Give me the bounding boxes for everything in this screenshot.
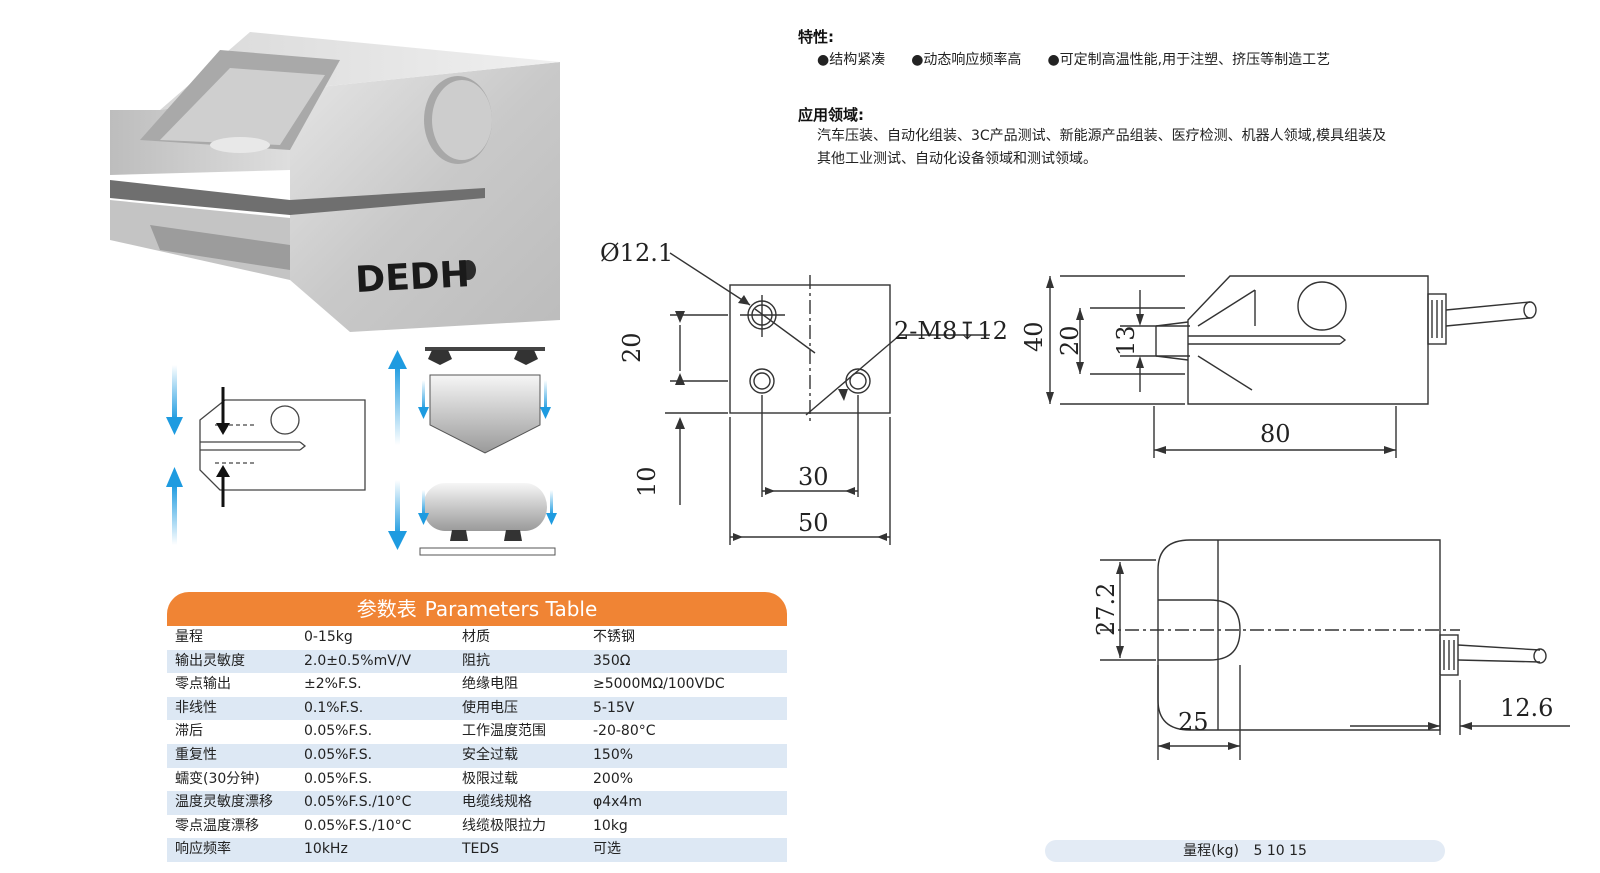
dim-12-6: 12.6: [1500, 694, 1553, 722]
param-name-cell: 绝缘电阻: [462, 676, 518, 693]
param-value-cell: 0.05%F.S./10°C: [304, 817, 412, 834]
param-value-cell: 10kg: [593, 817, 628, 834]
feature-item: ●动态响应频率高: [911, 52, 1022, 68]
dim-27-2: 27.2: [1092, 583, 1120, 636]
param-value-cell: 10kHz: [304, 841, 348, 858]
param-value-cell: ±2%F.S.: [304, 676, 362, 693]
param-value-cell: 200%: [593, 770, 634, 787]
parameters-table: 参数表 Parameters Table 量程 0-15kg 材质 不锈钢输出灵敏度 2.…: [167, 592, 787, 862]
dim-20-side: 20: [1056, 325, 1084, 356]
param-value-cell: 0.05%F.S./10°C: [304, 794, 412, 811]
param-name-cell: 安全过载: [462, 746, 518, 763]
param-name-cell: TEDS: [462, 841, 500, 858]
applications-title: 应用领域:: [798, 106, 864, 124]
param-name-cell: 阻抗: [462, 652, 490, 669]
param-name-cell: 重复性: [175, 746, 217, 763]
param-name-cell: 极限过载: [462, 770, 518, 787]
force-direction-diagram: [166, 347, 557, 556]
side-view-drawing: 40 20 13 80: [1020, 275, 1537, 458]
table-row: 滞后 0.05%F.S. 工作温度范围 -20-80°C: [167, 720, 787, 744]
param-value-cell: 0.05%F.S.: [304, 770, 373, 787]
features-title: 特性:: [798, 28, 834, 46]
table-row: 零点输出 ±2%F.S. 绝缘电阻 ≥5000MΩ/100VDC: [167, 673, 787, 697]
param-name-cell: 使用电压: [462, 699, 518, 716]
param-value-cell: 0-15kg: [304, 629, 353, 645]
param-value-cell: φ4x4m: [593, 794, 642, 811]
front-view-drawing: Ø12.1 2-M8↧12 20 10 30 50: [600, 239, 1008, 545]
table-row: 非线性 0.1%F.S. 使用电压 5-15V: [167, 696, 787, 721]
param-value-cell: 2.0±0.5%mV/V: [304, 652, 412, 669]
param-name-cell: 零点输出: [175, 676, 231, 693]
param-value-cell: 0.05%F.S.: [304, 746, 373, 763]
parameters-table-body: 量程 0-15kg 材质 不锈钢输出灵敏度 2.0±0.5%mV/V 阻抗 350Ω 零点输出…: [167, 626, 787, 862]
hole-diameter-label: Ø12.1: [600, 239, 673, 267]
param-name-cell: 材质: [462, 629, 490, 645]
param-value-cell: 150%: [593, 746, 634, 763]
param-name-cell: 量程: [175, 629, 203, 645]
param-value-cell: 0.1%F.S.: [304, 699, 364, 716]
thread-label: 2-M8↧12: [894, 317, 1008, 345]
param-name-cell: 温度灵敏度漂移: [175, 794, 273, 811]
features-list: ●结构紧凑 ●动态响应频率高 ●可定制高温性能,用于注塑、挤压等制造工艺: [817, 49, 1330, 69]
applications-line: 汽车压装、自动化组装、3C产品测试、新能源产品组装、医疗检测、机器人领域,模具组…: [817, 128, 1387, 144]
dim-40: 40: [1020, 321, 1048, 352]
table-row: 响应频率 10kHz TEDS 可选: [167, 838, 787, 862]
logo: DEDH: [354, 254, 470, 301]
applications-line: 其他工业测试、自动化设备领域和测试领域。: [817, 151, 1097, 167]
dim-25: 25: [1178, 708, 1209, 736]
product-image: DEDH: [110, 32, 560, 332]
dim-13: 13: [1112, 325, 1140, 356]
dim-30: 30: [798, 463, 829, 491]
feature-item: ●结构紧凑: [817, 52, 886, 68]
table-row: 蠕变(30分钟) 0.05%F.S. 极限过载 200%: [167, 767, 787, 792]
param-value-cell: 5-15V: [593, 699, 635, 716]
param-name-cell: 响应频率: [175, 841, 231, 858]
parameters-table-header: 参数表 Parameters Table: [167, 592, 787, 626]
param-name-cell: 输出灵敏度: [175, 652, 245, 669]
dim-10: 10: [633, 466, 661, 497]
param-name-cell: 零点温度漂移: [175, 817, 259, 834]
table-row: 输出灵敏度 2.0±0.5%mV/V 阻抗 350Ω: [167, 649, 787, 674]
param-value-cell: -20-80°C: [593, 723, 656, 740]
param-value-cell: 可选: [593, 841, 621, 858]
param-name-cell: 滞后: [175, 723, 203, 740]
table-title-cn: 参数表: [356, 597, 417, 621]
top-view-drawing: 27.2 25 12.6: [1092, 539, 1570, 760]
table-row: 量程 0-15kg 材质 不锈钢: [167, 626, 787, 650]
range-values: 5 10 15: [1253, 843, 1307, 859]
param-value-cell: ≥5000MΩ/100VDC: [593, 676, 725, 693]
table-row: 温度灵敏度漂移 0.05%F.S./10°C 电缆线规格 φ4x4m: [167, 791, 787, 815]
table-title-en: Parameters Table: [424, 597, 598, 621]
param-name-cell: 蠕变(30分钟): [175, 770, 260, 787]
applications-text: 汽车压装、自动化组装、3C产品测试、新能源产品组装、医疗检测、机器人领域,模具组…: [817, 125, 1437, 171]
range-label: 量程(kg): [1183, 843, 1240, 859]
param-name-cell: 线缆极限拉力: [462, 817, 546, 834]
dim-80: 80: [1260, 420, 1291, 448]
table-row: 重复性 0.05%F.S. 安全过载 150%: [167, 743, 787, 768]
dim-50: 50: [798, 509, 829, 537]
range-bar: 量程(kg) 5 10 15: [1045, 840, 1445, 862]
param-value-cell: 不锈钢: [593, 629, 635, 645]
param-name-cell: 电缆线规格: [462, 794, 532, 811]
feature-item: ●可定制高温性能,用于注塑、挤压等制造工艺: [1047, 52, 1331, 68]
table-row: 零点温度漂移 0.05%F.S./10°C 线缆极限拉力 10kg: [167, 814, 787, 839]
param-value-cell: 350Ω: [593, 652, 631, 669]
param-name-cell: 工作温度范围: [462, 723, 546, 740]
param-value-cell: 0.05%F.S.: [304, 723, 373, 740]
dim-20: 20: [618, 332, 646, 363]
param-name-cell: 非线性: [175, 699, 217, 716]
